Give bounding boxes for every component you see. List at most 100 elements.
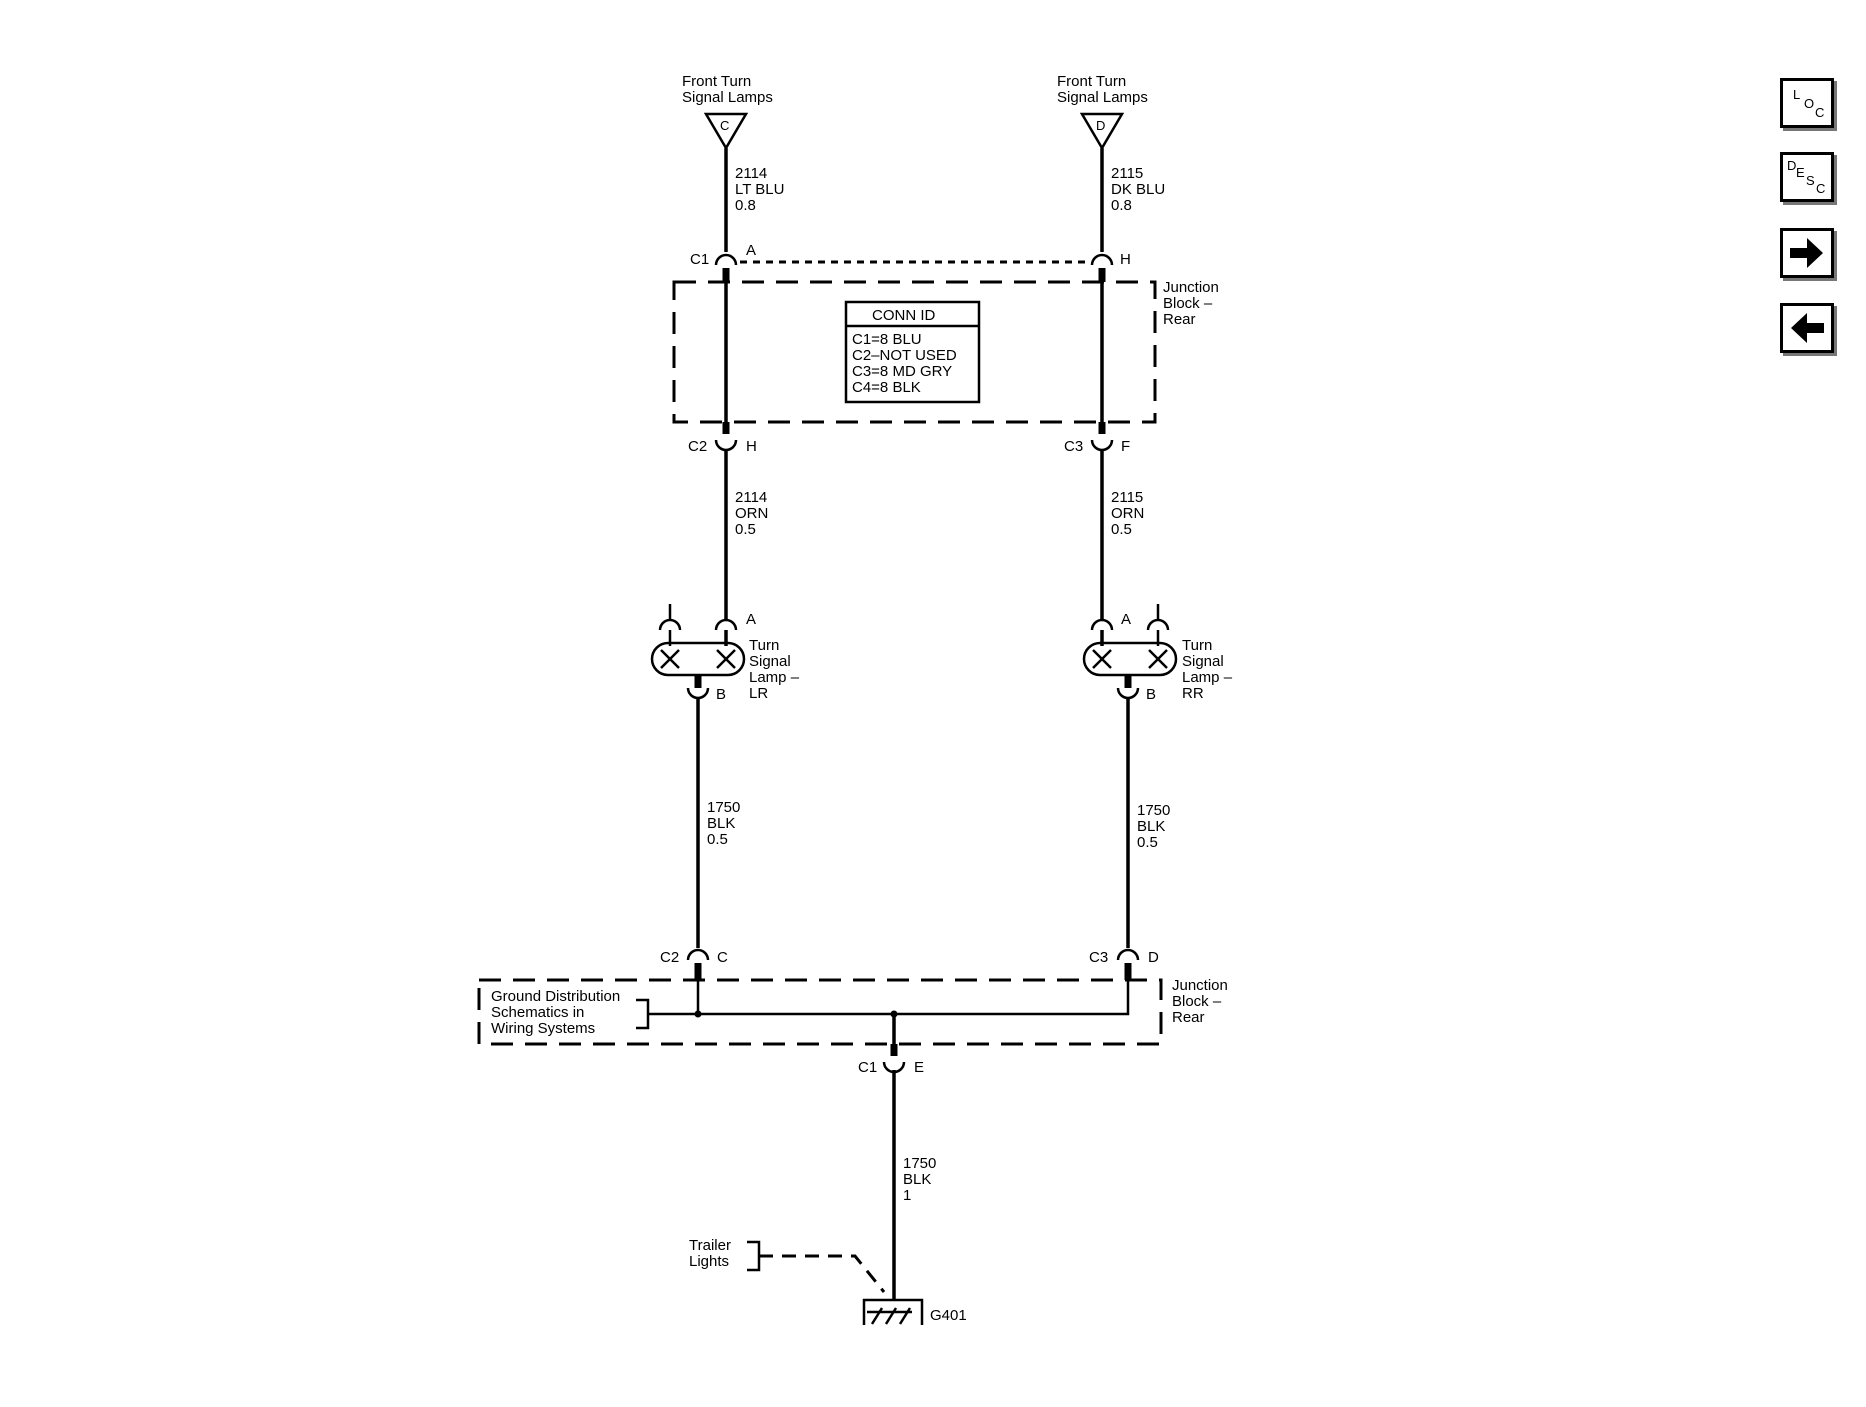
svg-text:Block –: Block – [1172, 993, 1222, 1010]
svg-text:Trailer: Trailer [689, 1237, 731, 1254]
conn-label-c3-lower: C3 [1089, 949, 1108, 966]
svg-text:Signal: Signal [1182, 653, 1224, 670]
svg-text:0.5: 0.5 [1111, 521, 1132, 538]
ground-distribution-reference[interactable]: Ground Distribution Schematics in Wiring… [491, 988, 698, 1037]
wire-label-2115-mid: 2115 ORN 0.5 [1111, 489, 1144, 538]
front-turn-signal-lamps-left[interactable]: Front Turn Signal Lamps C [682, 73, 773, 151]
lamp-triangle-left-icon [703, 112, 749, 151]
bracket-icon [747, 1240, 761, 1272]
wire-label-2114-top: 2114 LT BLU 0.8 [735, 165, 784, 214]
svg-text:2114: 2114 [735, 489, 767, 506]
pin-label-rr-a: A [1121, 611, 1131, 628]
svg-text:Turn: Turn [1182, 637, 1212, 654]
conn-label-c2: C2 [688, 438, 707, 455]
pin-label-c1-e: E [914, 1059, 924, 1076]
trailer-dashed-link [759, 1254, 886, 1293]
svg-text:RR: RR [1182, 685, 1204, 702]
bulb-x-icon [660, 649, 736, 669]
turn-signal-lamp-rr[interactable]: A B Turn Signal Lamp – RR [1082, 604, 1233, 703]
pin-label-lr-b: B [716, 686, 726, 703]
svg-text:ORN: ORN [735, 505, 768, 522]
svg-text:Rear: Rear [1163, 311, 1196, 328]
wire-label-1750-left: 1750 BLK 0.5 [707, 799, 740, 848]
junction-block-label-bottom: Junction Block – Rear [1172, 977, 1228, 1026]
connector-c2-h-icon [714, 439, 738, 452]
ground-bus [696, 980, 1130, 1016]
next-button[interactable] [1780, 228, 1834, 278]
ground-g401[interactable]: G401 [862, 1298, 967, 1325]
conn-label-c3: C3 [1064, 438, 1083, 455]
svg-text:0.5: 0.5 [735, 521, 756, 538]
svg-text:2114: 2114 [735, 165, 767, 182]
conn-label-c1-lower: C1 [858, 1059, 877, 1076]
svg-text:0.8: 0.8 [1111, 197, 1132, 214]
svg-text:0.5: 0.5 [1137, 834, 1158, 851]
junction-block-rear-bottom[interactable] [477, 978, 1163, 1046]
connector-c3-f-icon [1090, 439, 1114, 452]
lamp-letter-left: C [720, 118, 729, 133]
wire-label-1750-bottom: 1750 BLK 1 [903, 1155, 936, 1204]
svg-text:Schematics in: Schematics in [491, 1004, 584, 1021]
pin-label-c2-h: H [746, 438, 757, 455]
arrow-left-icon [1791, 313, 1824, 343]
svg-text:1750: 1750 [1137, 802, 1170, 819]
lamp-letter-right: D [1096, 118, 1105, 133]
connector-c3-d-icon [1116, 948, 1140, 961]
connector-c1-h-icon [1090, 253, 1114, 266]
conn-id-row: C4=8 BLK [852, 379, 921, 396]
conn-label-c2-lower: C2 [660, 949, 679, 966]
svg-text:Junction: Junction [1163, 279, 1219, 296]
svg-text:Signal: Signal [749, 653, 791, 670]
svg-text:LT BLU: LT BLU [735, 181, 784, 198]
ground-label: G401 [930, 1307, 967, 1324]
trailer-lights-reference[interactable]: Trailer Lights [689, 1237, 886, 1293]
conn-id-row: C1=8 BLU [852, 331, 922, 348]
svg-text:1750: 1750 [707, 799, 740, 816]
svg-text:Block –: Block – [1163, 295, 1213, 312]
pin-label-lr-a: A [746, 611, 756, 628]
junction-block-rear-top[interactable] [672, 280, 1157, 424]
pin-label-c3-d: D [1148, 949, 1159, 966]
svg-text:0.5: 0.5 [707, 831, 728, 848]
lamp-body-rr [1082, 641, 1178, 677]
svg-text:Rear: Rear [1172, 1009, 1205, 1026]
svg-text:1: 1 [903, 1187, 911, 1204]
pin-label-rr-b: B [1146, 686, 1156, 703]
svg-text:LR: LR [749, 685, 768, 702]
svg-text:Lights: Lights [689, 1253, 729, 1270]
loc-button[interactable]: L O C [1780, 78, 1834, 128]
connector-lr-a-icon [714, 618, 738, 631]
svg-text:BLK: BLK [1137, 818, 1165, 835]
pin-label-c3-f: F [1121, 438, 1130, 455]
connector-lr-aux-icon [658, 618, 682, 631]
bracket-icon [636, 998, 650, 1030]
svg-text:2115: 2115 [1111, 165, 1143, 182]
ground-symbol-icon [862, 1298, 924, 1325]
pin-label-c2-c: C [717, 949, 728, 966]
connector-rr-aux-icon [1146, 618, 1170, 631]
svg-text:Junction: Junction [1172, 977, 1228, 994]
lamp-body-lr [650, 641, 746, 677]
svg-text:2115: 2115 [1111, 489, 1143, 506]
lamp-title-right-1: Front Turn [1057, 73, 1126, 90]
svg-text:BLK: BLK [707, 815, 735, 832]
bulb-x-icon [1092, 649, 1168, 669]
lamp-title-left-1: Front Turn [682, 73, 751, 90]
prev-button[interactable] [1780, 303, 1834, 353]
lamp-triangle-right-icon [1079, 112, 1125, 151]
svg-text:Turn: Turn [749, 637, 779, 654]
svg-text:ORN: ORN [1111, 505, 1144, 522]
lamp-title-left-2: Signal Lamps [682, 89, 773, 106]
conn-label-c1: C1 [690, 251, 709, 268]
junction-block-label-top: Junction Block – Rear [1163, 279, 1219, 328]
svg-text:Wiring Systems: Wiring Systems [491, 1020, 595, 1037]
svg-text:Ground Distribution: Ground Distribution [491, 988, 620, 1005]
turn-signal-lamp-lr[interactable]: A B Turn Signal Lamp – LR [650, 604, 800, 703]
wire-label-2115-top: 2115 DK BLU 0.8 [1111, 165, 1165, 214]
front-turn-signal-lamps-right[interactable]: Front Turn Signal Lamps D [1057, 73, 1148, 151]
pin-label-c1-a: A [746, 242, 756, 259]
connector-rr-b-icon [1116, 687, 1140, 700]
desc-button[interactable]: D E S C [1780, 152, 1834, 202]
svg-text:DK BLU: DK BLU [1111, 181, 1165, 198]
